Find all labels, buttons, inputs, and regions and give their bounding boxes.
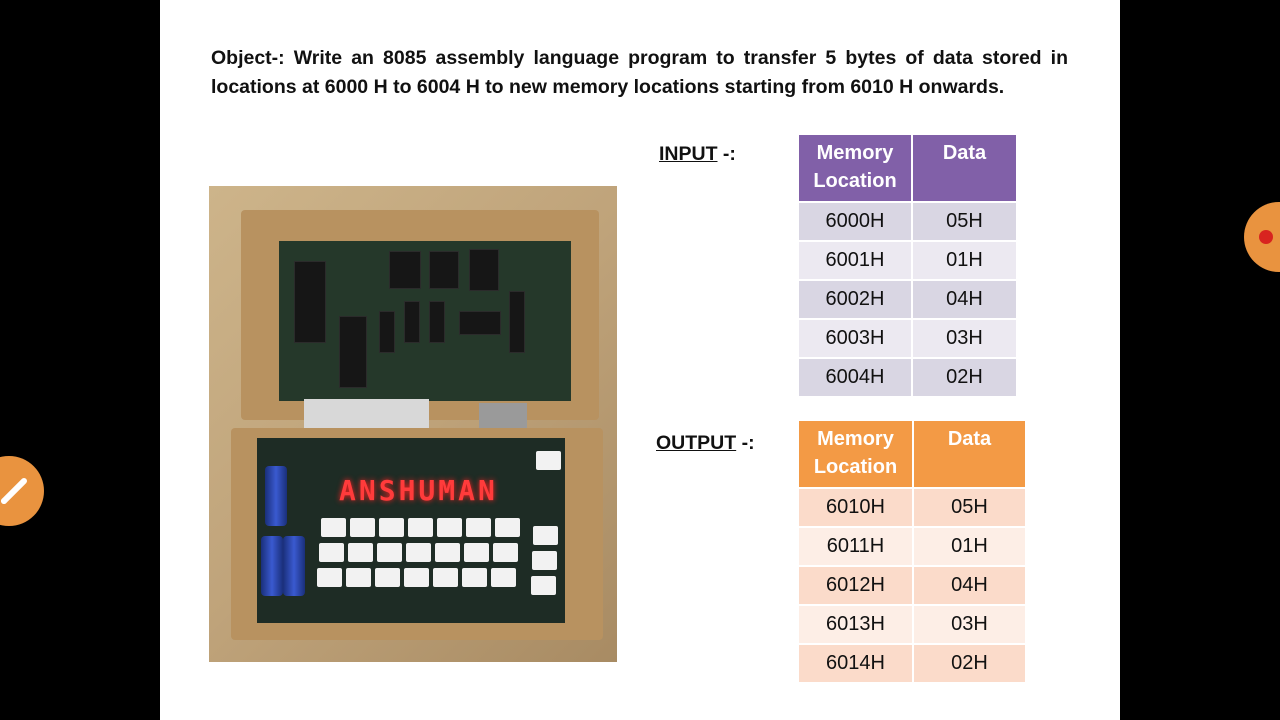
- input-cell-location: 6001H: [799, 242, 911, 279]
- kit-key: [433, 568, 458, 587]
- kit-key: [491, 568, 516, 587]
- input-cell-data: 01H: [913, 242, 1016, 279]
- kit-key: [466, 518, 491, 537]
- output-cell-location: 6010H: [799, 489, 912, 526]
- table-row: 6013H 03H: [799, 606, 1025, 643]
- output-table: Memory Location Data 6010H 05H 6011H 01H…: [797, 419, 1027, 684]
- kit-key: [404, 568, 429, 587]
- kit-key: [321, 518, 346, 537]
- output-label-suffix: -:: [736, 432, 755, 454]
- output-header-location: Memory Location: [799, 421, 912, 487]
- kit-key: [408, 518, 433, 537]
- input-header-location: Memory Location: [799, 135, 911, 201]
- input-cell-location: 6004H: [799, 359, 911, 396]
- kit-hinge: [479, 403, 527, 429]
- input-cell-data: 02H: [913, 359, 1016, 396]
- table-row: 6014H 02H: [799, 645, 1025, 682]
- kit-key: [377, 543, 402, 562]
- table-row: 6012H 04H: [799, 567, 1025, 604]
- kit-key: [533, 526, 558, 545]
- output-cell-location: 6012H: [799, 567, 912, 604]
- table-row: 6004H 02H: [799, 359, 1016, 396]
- record-icon[interactable]: [1244, 202, 1280, 272]
- kit-key: [536, 451, 561, 470]
- input-label-suffix: -:: [717, 143, 736, 165]
- output-cell-data: 01H: [914, 528, 1025, 565]
- kit-led-display: ANSHUMAN: [339, 474, 498, 507]
- output-table-header: Memory Location Data: [799, 421, 1025, 487]
- chip: [379, 311, 395, 353]
- record-icon-glyph: [1259, 230, 1273, 244]
- input-cell-data: 05H: [913, 203, 1016, 240]
- kit-key: [350, 518, 375, 537]
- chip: [429, 251, 459, 289]
- table-row: 6002H 04H: [799, 281, 1016, 318]
- chip: [294, 261, 326, 343]
- input-label: INPUT -:: [659, 143, 736, 166]
- output-cell-data: 05H: [914, 489, 1025, 526]
- kit-key: [464, 543, 489, 562]
- input-cell-location: 6002H: [799, 281, 911, 318]
- input-table: Memory Location Data 6000H 05H 6001H 01H…: [797, 133, 1018, 398]
- chip: [339, 316, 367, 388]
- table-row: 6011H 01H: [799, 528, 1025, 565]
- output-label: OUTPUT -:: [656, 432, 755, 455]
- slide: Object-: Write an 8085 assembly language…: [160, 0, 1120, 720]
- battery: [265, 466, 287, 526]
- kit-key: [375, 568, 400, 587]
- chip: [509, 291, 525, 353]
- output-cell-location: 6013H: [799, 606, 912, 643]
- output-label-text: OUTPUT: [656, 432, 737, 454]
- input-table-header: Memory Location Data: [799, 135, 1016, 201]
- output-cell-data: 04H: [914, 567, 1025, 604]
- chip: [469, 249, 499, 291]
- kit-key: [379, 518, 404, 537]
- kit-key: [437, 518, 462, 537]
- kit-key: [346, 568, 371, 587]
- input-label-text: INPUT: [659, 143, 718, 165]
- input-cell-data: 04H: [913, 281, 1016, 318]
- trainer-kit-photo: ANSHUMAN: [209, 186, 617, 662]
- input-cell-location: 6000H: [799, 203, 911, 240]
- output-cell-location: 6011H: [799, 528, 912, 565]
- table-row: 6001H 01H: [799, 242, 1016, 279]
- pen-icon[interactable]: [0, 456, 44, 526]
- output-header-data: Data: [914, 421, 1025, 487]
- kit-key: [319, 543, 344, 562]
- input-header-data: Data: [913, 135, 1016, 201]
- kit-key: [317, 568, 342, 587]
- objective-text: Object-: Write an 8085 assembly language…: [211, 47, 1068, 98]
- table-row: 6000H 05H: [799, 203, 1016, 240]
- chip: [429, 301, 445, 343]
- kit-label-strip: [304, 399, 429, 433]
- kit-circuit-board: [279, 241, 571, 401]
- chip: [459, 311, 501, 335]
- kit-key: [435, 543, 460, 562]
- chip: [404, 301, 420, 343]
- kit-key: [531, 576, 556, 595]
- table-row: 6010H 05H: [799, 489, 1025, 526]
- output-cell-location: 6014H: [799, 645, 912, 682]
- input-cell-data: 03H: [913, 320, 1016, 357]
- kit-key: [495, 518, 520, 537]
- battery: [283, 536, 305, 596]
- kit-key: [348, 543, 373, 562]
- battery: [261, 536, 283, 596]
- kit-key: [532, 551, 557, 570]
- input-cell-location: 6003H: [799, 320, 911, 357]
- chip: [389, 251, 421, 289]
- pen-icon-glyph: [1, 478, 27, 504]
- output-cell-data: 02H: [914, 645, 1025, 682]
- table-row: 6003H 03H: [799, 320, 1016, 357]
- kit-key: [406, 543, 431, 562]
- output-cell-data: 03H: [914, 606, 1025, 643]
- kit-key: [462, 568, 487, 587]
- kit-key: [493, 543, 518, 562]
